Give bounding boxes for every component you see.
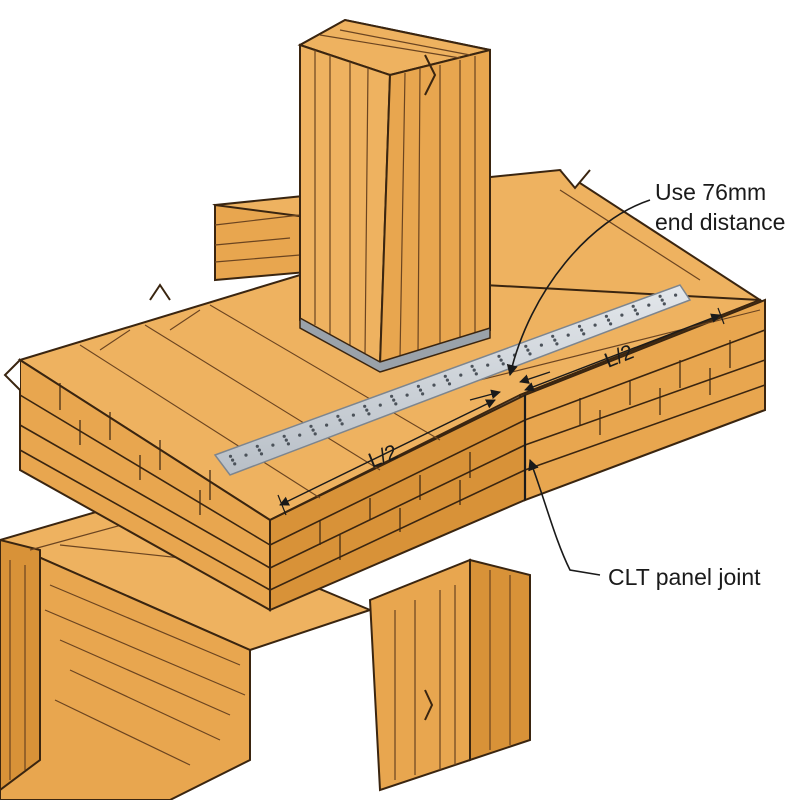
nail-hole	[392, 398, 396, 402]
nail-hole	[340, 422, 344, 426]
end-distance-arrows	[469, 371, 551, 401]
nail-hole	[367, 412, 371, 416]
nail-hole	[499, 358, 503, 362]
nail-hole	[474, 372, 478, 376]
nail-hole	[313, 432, 317, 436]
nail-hole	[365, 408, 369, 412]
nail-hole	[472, 368, 476, 372]
nail-hole	[309, 424, 313, 428]
nail-hole	[631, 304, 635, 308]
lower-column	[368, 558, 531, 792]
nail-hole	[447, 382, 452, 386]
nail-hole	[432, 383, 436, 387]
nail-hole	[445, 378, 449, 382]
nail-hole	[336, 414, 340, 418]
nail-hole	[528, 352, 532, 356]
nail-hole	[593, 323, 597, 327]
callout-end-distance-line1: Use 76mm	[655, 179, 766, 205]
nail-hole	[311, 428, 315, 432]
nail-hole	[443, 374, 447, 378]
nail-hole	[486, 363, 490, 367]
panel-joint-leader	[528, 458, 601, 576]
nail-hole	[421, 392, 425, 396]
lower-beam-grain	[9, 519, 246, 780]
nail-hole	[470, 364, 474, 368]
nail-hole	[647, 303, 651, 307]
nail-hole	[551, 334, 555, 338]
nail-hole	[604, 314, 609, 318]
nail-hole	[338, 418, 342, 422]
nail-hole	[255, 444, 259, 448]
nail-hole	[418, 388, 423, 392]
nail-hole	[298, 433, 302, 437]
nail-hole	[497, 354, 501, 358]
nail-hole	[662, 302, 666, 306]
nail-hole	[566, 333, 570, 337]
nail-hole	[390, 394, 394, 398]
nail-hole	[524, 344, 528, 348]
nail-hole	[405, 393, 409, 397]
nail-hole	[501, 362, 505, 366]
nail-hole	[259, 452, 264, 456]
nail-hole	[555, 342, 559, 346]
nail-hole	[582, 332, 586, 336]
nail-hole	[244, 453, 248, 457]
nail-hole	[526, 348, 530, 352]
nail-hole	[539, 343, 544, 347]
nail-hole	[271, 443, 275, 447]
nail-hole	[363, 404, 367, 408]
nail-hole	[633, 308, 637, 312]
nail-hole	[231, 458, 235, 462]
nail-hole	[284, 438, 288, 442]
nail-hole	[660, 298, 664, 302]
upper-column	[297, 18, 491, 373]
nail-hole	[674, 293, 678, 297]
nail-hole	[233, 462, 237, 466]
nail-hole	[286, 442, 290, 446]
lower-beam	[0, 503, 373, 800]
callout-panel-joint: CLT panel joint	[608, 564, 761, 590]
nail-hole	[325, 423, 329, 427]
nail-hole	[606, 318, 611, 322]
nail-hole	[257, 448, 261, 452]
nail-hole	[378, 403, 382, 407]
nail-hole	[553, 338, 557, 342]
nail-hole	[282, 434, 286, 438]
nail-hole	[609, 322, 613, 326]
nail-hole	[620, 313, 624, 317]
nail-hole	[635, 312, 640, 316]
nail-hole	[658, 294, 662, 298]
nail-hole	[577, 324, 582, 328]
nail-hole	[351, 413, 355, 417]
nail-hole	[394, 402, 398, 406]
nail-hole	[416, 384, 420, 388]
end-distance-leader	[506, 199, 651, 377]
nail-hole	[228, 454, 233, 458]
callout-end-distance-line2: end distance	[655, 209, 785, 235]
nail-hole	[459, 373, 463, 377]
nail-hole	[580, 328, 584, 332]
